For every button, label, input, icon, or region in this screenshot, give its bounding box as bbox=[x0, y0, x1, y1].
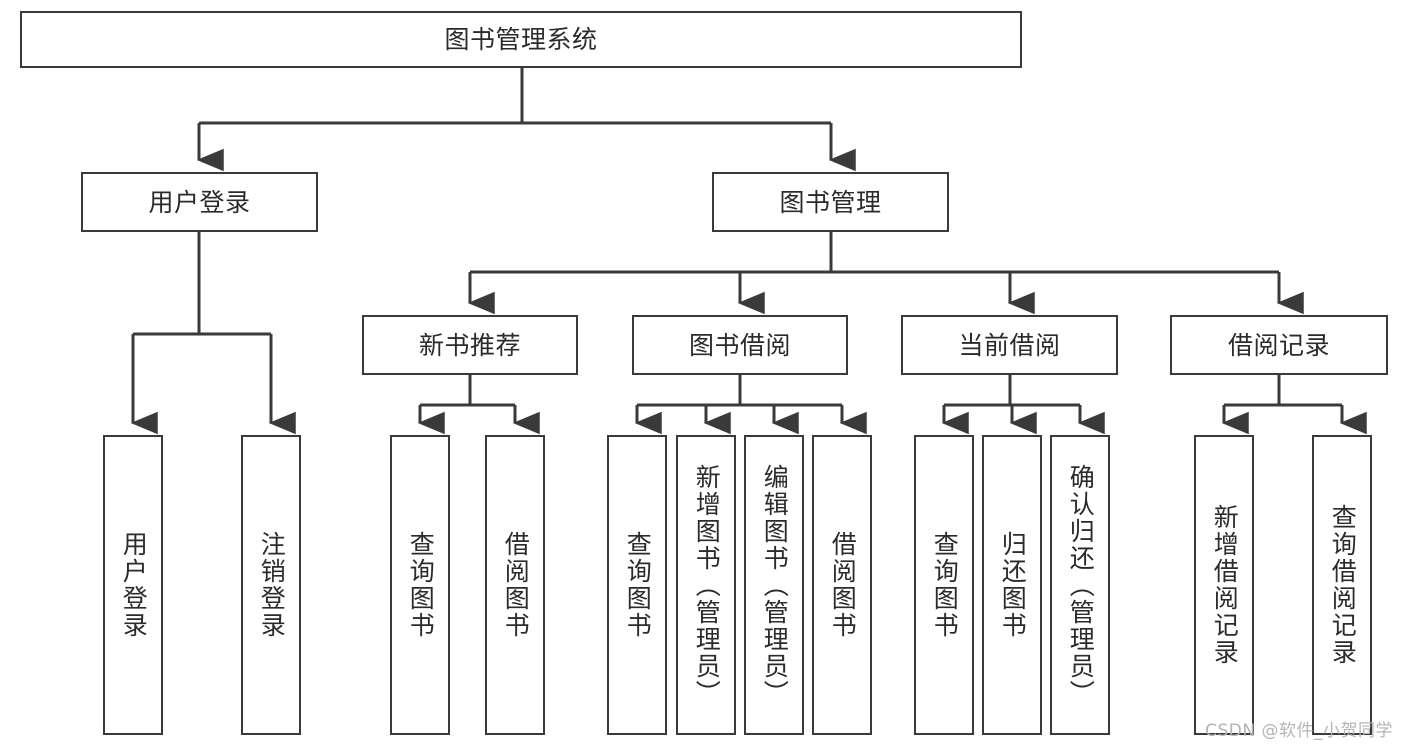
node-root-system[interactable]: 图书管理系统 bbox=[20, 11, 1022, 68]
node-user-login[interactable]: 用户登录 bbox=[81, 172, 318, 232]
leaf-nb-borrow-book[interactable]: 借阅图书 bbox=[485, 435, 545, 735]
node-borrow-record[interactable]: 借阅记录 bbox=[1170, 315, 1388, 375]
leaf-nb-query-book[interactable]: 查询图书 bbox=[390, 435, 450, 735]
leaf-bb-edit-book-admin[interactable]: 编辑图书（管理员） bbox=[744, 435, 804, 735]
node-label: 归还图书 bbox=[998, 531, 1028, 639]
node-label: 新书推荐 bbox=[418, 330, 521, 360]
leaf-bb-query-book[interactable]: 查询图书 bbox=[607, 435, 667, 735]
node-label: 查询借阅记录 bbox=[1328, 504, 1358, 666]
leaf-bb-add-book-admin[interactable]: 新增图书（管理员） bbox=[676, 435, 736, 735]
leaf-cb-return-book[interactable]: 归还图书 bbox=[982, 435, 1042, 735]
leaf-br-add-record[interactable]: 新增借阅记录 bbox=[1194, 435, 1254, 735]
node-book-management[interactable]: 图书管理 bbox=[712, 172, 949, 232]
leaf-bb-borrow-book[interactable]: 借阅图书 bbox=[812, 435, 872, 735]
node-label: 借阅图书 bbox=[501, 531, 531, 639]
node-current-borrow[interactable]: 当前借阅 bbox=[901, 315, 1118, 375]
node-label: 确认归还（管理员） bbox=[1066, 463, 1096, 707]
node-label: 用户登录 bbox=[119, 531, 149, 639]
leaf-cb-confirm-return-admin[interactable]: 确认归还（管理员） bbox=[1050, 435, 1110, 735]
leaf-logout[interactable]: 注销登录 bbox=[241, 435, 301, 735]
node-label: 新增图书（管理员） bbox=[692, 463, 722, 707]
node-label: 查询图书 bbox=[930, 531, 960, 639]
node-book-borrow[interactable]: 图书借阅 bbox=[632, 315, 848, 375]
node-new-book-recommend[interactable]: 新书推荐 bbox=[362, 315, 578, 375]
leaf-br-query-record[interactable]: 查询借阅记录 bbox=[1312, 435, 1372, 735]
node-label: 图书借阅 bbox=[688, 330, 791, 360]
node-label: 借阅图书 bbox=[828, 531, 858, 639]
node-label: 用户登录 bbox=[148, 187, 251, 217]
watermark-text: CSDN @软件_小贺同学 bbox=[1205, 721, 1393, 741]
node-label: 编辑图书（管理员） bbox=[760, 463, 790, 707]
node-label: 注销登录 bbox=[257, 531, 287, 639]
node-label: 图书管理 bbox=[779, 187, 882, 217]
node-label: 当前借阅 bbox=[958, 330, 1061, 360]
node-label: 图书管理系统 bbox=[444, 25, 598, 54]
node-label: 借阅记录 bbox=[1227, 330, 1330, 360]
leaf-user-login[interactable]: 用户登录 bbox=[103, 435, 163, 735]
node-label: 新增借阅记录 bbox=[1210, 504, 1240, 666]
node-label: 查询图书 bbox=[406, 531, 436, 639]
leaf-cb-query-book[interactable]: 查询图书 bbox=[914, 435, 974, 735]
node-label: 查询图书 bbox=[623, 531, 653, 639]
